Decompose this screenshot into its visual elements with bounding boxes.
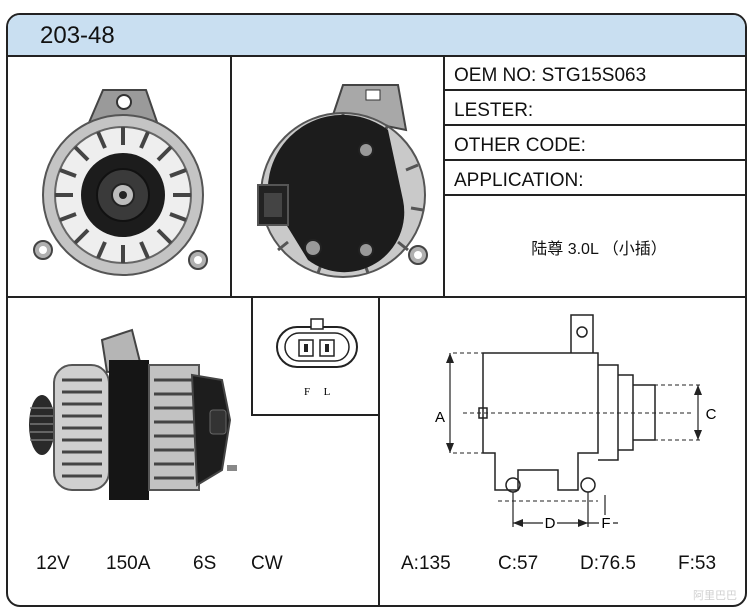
divider [378, 296, 380, 605]
divider [251, 414, 380, 416]
dim-label-f: F [601, 515, 610, 532]
divider [443, 159, 745, 161]
divider [230, 55, 232, 297]
connector-pin-l: L [324, 386, 331, 398]
spec-dimension-a: A:135 [401, 553, 451, 574]
spec-pulley: 6S [193, 553, 217, 574]
part-number-title: 203-48 [40, 22, 115, 49]
divider [251, 296, 253, 416]
spec-rotation: CW [251, 553, 283, 574]
dimension-diagram: A C D F [433, 314, 719, 532]
alternator-side-photo [29, 328, 237, 500]
header-bar: 203-48 [8, 15, 745, 57]
application-field: APPLICATION: [454, 170, 584, 191]
lester-field: LESTER: [454, 100, 534, 121]
spec-dimension-c: C:57 [498, 553, 539, 574]
connector-icon: F L [276, 318, 358, 398]
spec-dimension-f: F:53 [678, 553, 717, 574]
spec-voltage: 12V [36, 553, 70, 574]
alternator-rear-photo [257, 84, 428, 278]
other-code-field: OTHER CODE: [454, 135, 586, 156]
application-value: 陆尊 3.0L （小插） [531, 241, 667, 258]
connector-pin-f: F [304, 386, 310, 398]
divider [443, 89, 745, 91]
product-card: 203-48 OEM NO: STG15S063 LESTER: OTHER C… [6, 13, 747, 607]
watermark: 阿里巴巴 [693, 590, 737, 602]
dim-label-a: A [435, 409, 445, 426]
alternator-front-photo [33, 89, 208, 276]
spec-amperage: 150A [106, 553, 151, 574]
divider [443, 55, 445, 297]
spec-dimension-d: D:76.5 [580, 553, 636, 574]
divider [443, 124, 745, 126]
divider [8, 296, 745, 298]
dim-label-d: D [545, 515, 556, 532]
oem-number: OEM NO: STG15S063 [454, 65, 647, 86]
divider [443, 194, 745, 196]
dim-label-c: C [706, 406, 717, 423]
